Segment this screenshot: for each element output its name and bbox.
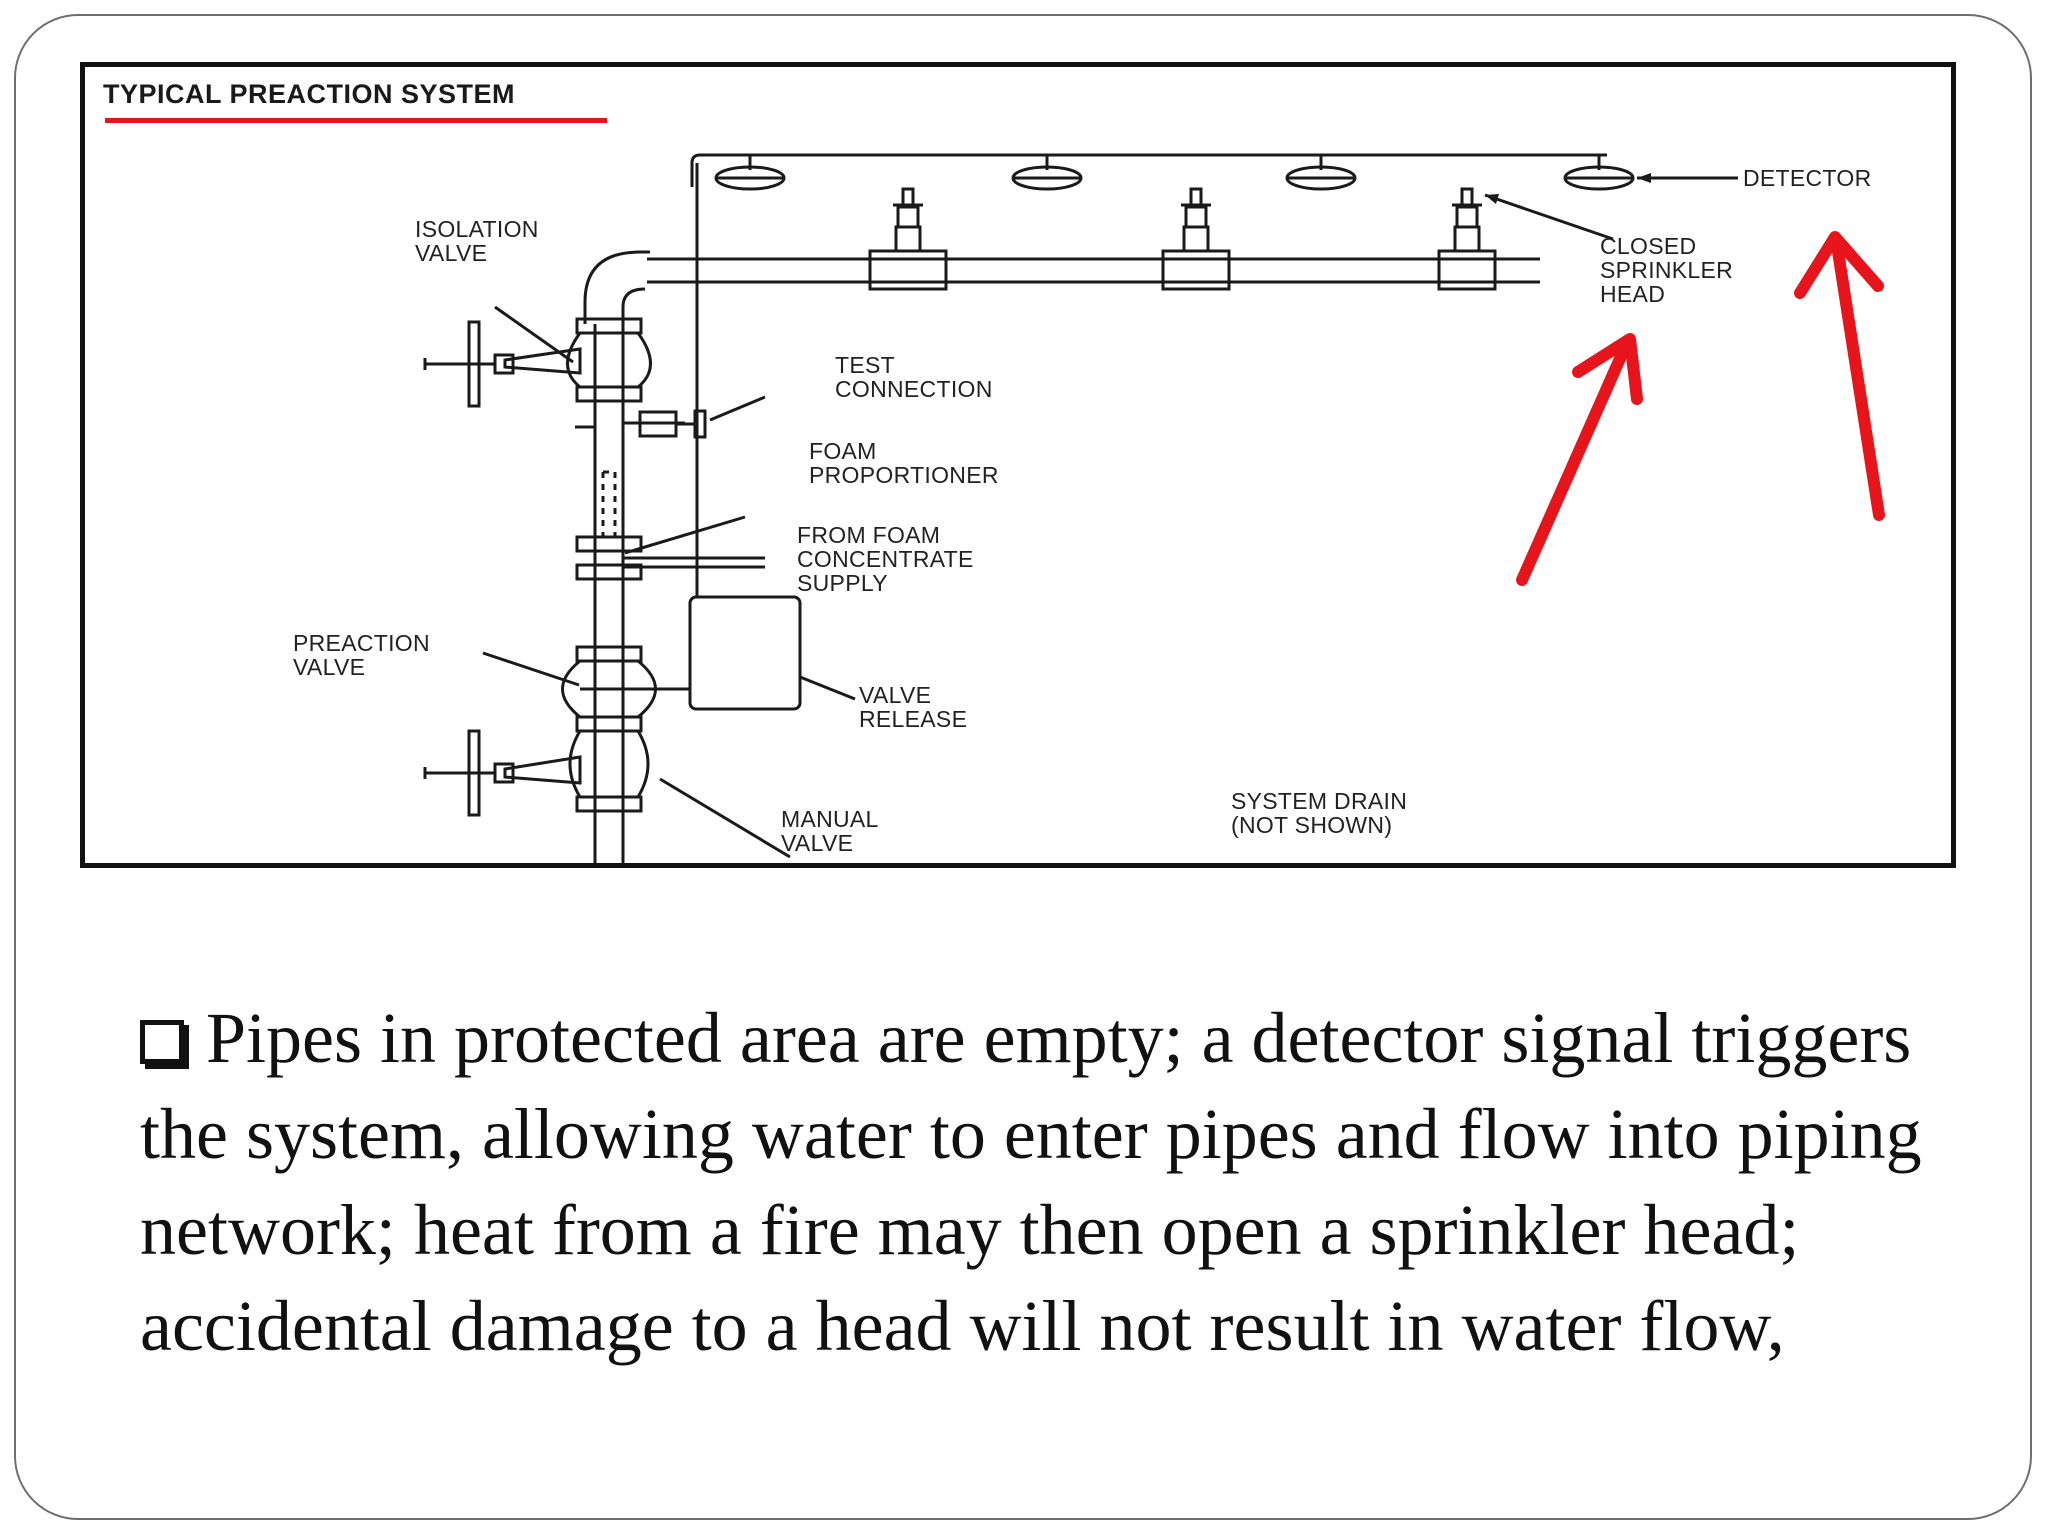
red-arrow-sprinkler [1516,333,1643,586]
detector-label: DETECTOR [1743,165,1872,191]
isolation-valve-label: ISOLATION VALVE [415,216,539,266]
foam-supply-label: FROM FOAM CONCENTRATE SUPPLY [797,522,974,596]
checkbox-bullet-icon [140,1020,184,1064]
test-connection-icon [575,409,707,439]
manual-valve-label: MANUAL VALVE [781,806,879,856]
sprinkler-leader [1484,193,1614,241]
detector-icon [1285,155,1357,191]
elbow-outer [583,250,650,324]
diagram-panel: TYPICAL PREACTION SYSTEM [80,62,1956,868]
test-connection-label: TEST CONNECTION [835,352,993,402]
detector-icon [714,155,786,191]
body-text: Pipes in protected area are empty; a det… [140,998,1922,1366]
body-paragraph: Pipes in protected area are empty; a det… [140,990,1940,1374]
detector-rail [690,153,1607,187]
red-arrow-detector [1794,231,1885,521]
isolation-leader [494,305,574,364]
closed-sprinkler-head-label: CLOSED SPRINKLER HEAD [1600,233,1734,307]
title-underline [105,118,607,123]
foam-proportioner-icon [601,470,617,537]
system-drain-label: SYSTEM DRAIN (NOT SHOWN) [1231,788,1408,838]
detector-icon [1011,155,1083,191]
release-leader [799,675,856,701]
proportioner-leader [624,515,746,555]
isolation-valve-icon [423,320,652,408]
valve-release-label: VALVE RELEASE [859,682,968,732]
sprinkler-head-icon [1437,187,1497,291]
preaction-leader [482,651,580,687]
sprinkler-head-icon [1161,187,1231,291]
test-leader [709,395,766,422]
manual-leader [659,777,791,859]
preaction-valve-label: PREACTION VALVE [293,630,430,680]
foam-proportioner-label: FOAM PROPORTIONER [809,438,999,488]
manual-valve-icon [423,729,650,817]
elbow-inner [621,287,646,324]
diagram-title: TYPICAL PREACTION SYSTEM [103,79,516,109]
valve-release-box [688,595,802,711]
detector-icon [1563,155,1635,191]
sprinkler-head-icon [868,187,948,291]
preaction-system-drawing [423,153,1885,863]
